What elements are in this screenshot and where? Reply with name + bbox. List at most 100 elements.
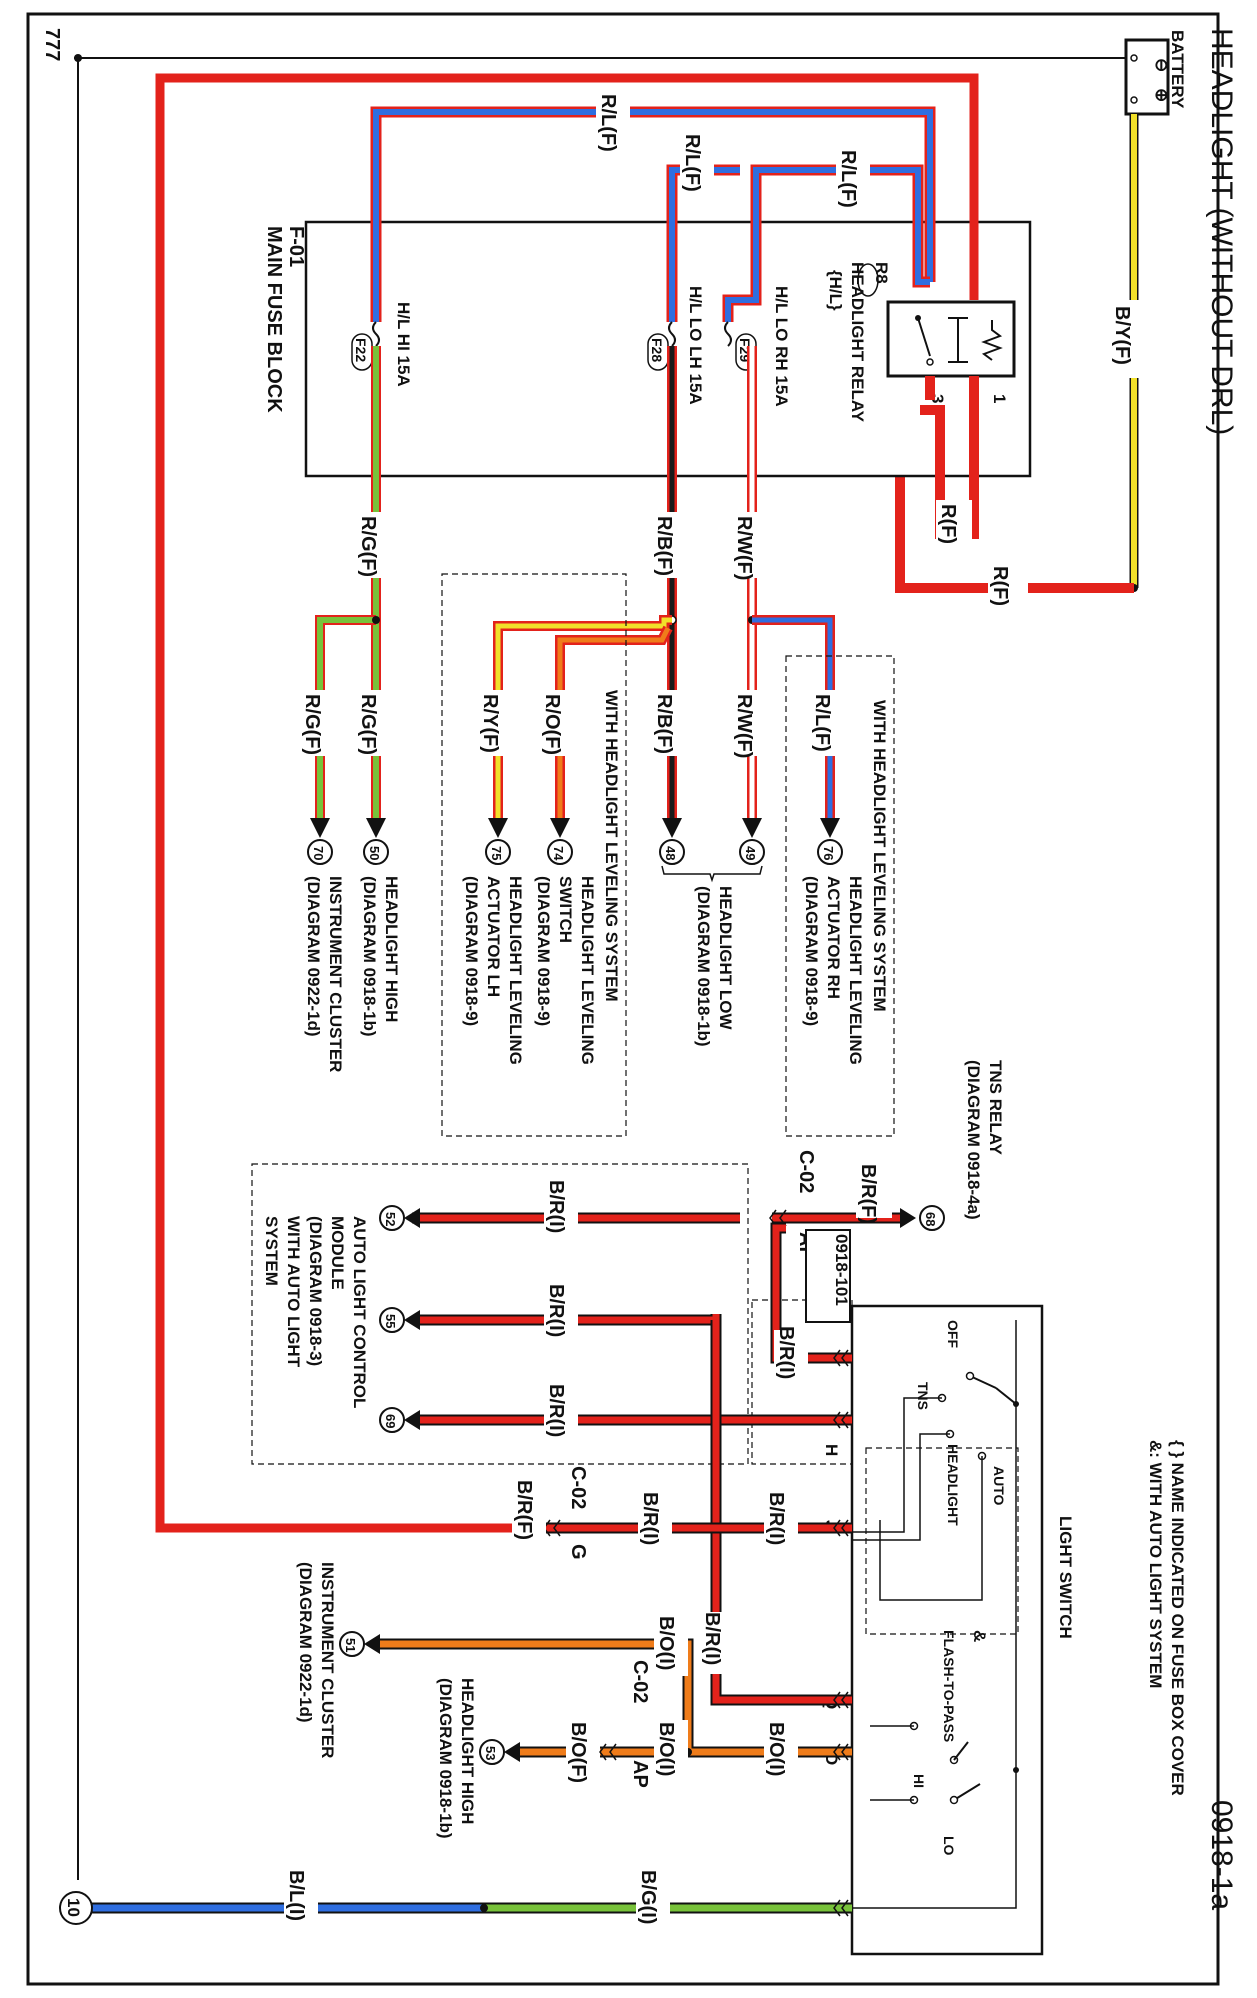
- svg-text:TNS: TNS: [915, 1382, 931, 1410]
- wire-rw: R/W(F) R/W(F): [732, 346, 768, 838]
- header-texts: HEADLIGHT (WITHOUT DRL) 0918-1a { } NAME…: [41, 28, 1238, 1910]
- svg-text:R/L(F): R/L(F): [811, 694, 833, 752]
- svg-text:R/G(F): R/G(F): [301, 694, 323, 755]
- conn-50: [363, 839, 389, 865]
- svg-text:51: 51: [343, 1638, 358, 1652]
- svg-text:G: G: [567, 1544, 589, 1560]
- relay-alias: {H/L}: [826, 270, 845, 311]
- conn-49: [739, 839, 765, 865]
- svg-text:H: H: [822, 1444, 841, 1456]
- svg-text:HI: HI: [911, 1774, 927, 1788]
- svg-text:HEADLIGHT: HEADLIGHT: [945, 1444, 961, 1526]
- svg-text:C-02: C-02: [629, 1660, 651, 1703]
- svg-text:TNS RELAY: TNS RELAY: [986, 1060, 1005, 1155]
- svg-text:74: 74: [551, 846, 566, 861]
- relay-pin-1: 1: [990, 394, 1009, 403]
- svg-text:70: 70: [311, 846, 326, 860]
- svg-text:MODULE: MODULE: [328, 1216, 347, 1290]
- svg-text:B/R(I): B/R(I): [765, 1492, 787, 1545]
- svg-text:B/R(I): B/R(I): [545, 1180, 567, 1233]
- svg-text:B/O(F): B/O(F): [567, 1722, 589, 1783]
- svg-text:FLASH-TO-PASS: FLASH-TO-PASS: [941, 1630, 957, 1742]
- conn-48: [659, 839, 685, 865]
- low-bracket: [661, 865, 763, 883]
- svg-text:52: 52: [383, 1212, 398, 1226]
- svg-text:68: 68: [923, 1212, 938, 1226]
- svg-text:B/R(I): B/R(I): [545, 1284, 567, 1337]
- ground-10: [59, 1891, 93, 1925]
- fuse-F29-label: H/L LO RH 15A: [772, 286, 791, 407]
- svg-text:ACTUATOR LH: ACTUATOR LH: [484, 876, 503, 997]
- svg-text:R/B(F): R/B(F): [653, 516, 675, 576]
- light-switch: LIGHT SWITCH OFF TNS HEADLIGHT AUTO FLAS…: [822, 1304, 1075, 1956]
- svg-text:WITH AUTO LIGHT: WITH AUTO LIGHT: [284, 1216, 303, 1368]
- svg-text:INSTRUMENT CLUSTER: INSTRUMENT CLUSTER: [318, 1562, 337, 1758]
- wire-rg: R/G(F) R/G(F) R/G(F): [300, 346, 392, 838]
- svg-text:B/Y(F): B/Y(F): [1111, 306, 1133, 365]
- svg-text:(DIAGRAM 0918-1b): (DIAGRAM 0918-1b): [360, 876, 379, 1037]
- svg-text:B/R(I): B/R(I): [545, 1384, 567, 1437]
- connector-c02-af: C-02 AF 0918-101: [769, 1150, 851, 1323]
- battery-label: BATTERY: [1168, 30, 1187, 109]
- conn-52: [379, 1205, 405, 1231]
- leveling-label-rh: WITH HEADLIGHT LEVELING SYSTEM: [870, 700, 889, 1012]
- svg-text:69: 69: [383, 1414, 398, 1428]
- svg-text:ACTUATOR RH: ACTUATOR RH: [824, 876, 843, 999]
- svg-text:OFF: OFF: [945, 1320, 961, 1348]
- wire-br-vertical: B/R(I): [700, 1320, 852, 1706]
- conn-74: [547, 839, 573, 865]
- svg-text:76: 76: [821, 846, 836, 860]
- fuses: H/L HI 15A F22 H/L LO LH 15A F28 H/L LO …: [351, 286, 791, 407]
- svg-text:(DIAGRAM 0922-1d): (DIAGRAM 0922-1d): [304, 876, 323, 1037]
- svg-text:R/O(F): R/O(F): [541, 694, 563, 755]
- leveling-label-lh: WITH HEADLIGHT LEVELING SYSTEM: [602, 690, 621, 1002]
- svg-text:B/R(I): B/R(I): [639, 1492, 661, 1545]
- svg-text:(DIAGRAM 0918-9): (DIAGRAM 0918-9): [462, 876, 481, 1026]
- fuse-block-name: MAIN FUSE BLOCK: [263, 226, 285, 413]
- wire-bo: B/O(I) B/O(F) B/O(I) B/O(I) C-02 AP 51 5…: [339, 1614, 852, 1788]
- wire-ground: B/G(I) B/L(I) 10: [59, 1868, 852, 1930]
- svg-text:R(F): R(F): [989, 566, 1011, 606]
- svg-text:HEADLIGHT LEVELING: HEADLIGHT LEVELING: [578, 876, 597, 1065]
- fuse-F22-label: H/L HI 15A: [394, 302, 413, 387]
- fuse-block-code: F-01: [285, 226, 307, 267]
- svg-text:10: 10: [64, 1898, 83, 1917]
- svg-text:AUTO LIGHT CONTROL: AUTO LIGHT CONTROL: [350, 1216, 369, 1408]
- relay-code: R8: [872, 262, 891, 284]
- destinations-upper: HEADLIGHT HIGH (DIAGRAM 0918-1b) INSTRUM…: [304, 876, 1005, 1220]
- relay-pin-3: 3: [928, 394, 947, 403]
- note-line-2: &: WITH AUTO LIGHT SYSTEM: [1146, 1440, 1165, 1688]
- svg-text:49: 49: [743, 846, 758, 860]
- svg-text:R/L(F): R/L(F): [837, 150, 859, 208]
- svg-text:B/G(I): B/G(I): [637, 1870, 659, 1924]
- svg-text:R/W(F): R/W(F): [733, 516, 755, 580]
- svg-text:HEADLIGHT HIGH: HEADLIGHT HIGH: [382, 876, 401, 1022]
- conn-68: [919, 1205, 945, 1231]
- wire-br-j: B/R(F) C-02 G B/R(I) B/R(I): [160, 1466, 852, 1560]
- wire-br-52: B/R(I) 52: [379, 1178, 740, 1240]
- ground-top-label: 777: [41, 28, 63, 61]
- svg-text:(DIAGRAM 0918-3): (DIAGRAM 0918-3): [306, 1216, 325, 1366]
- conn-70: [307, 839, 333, 865]
- svg-text:R/Y(F): R/Y(F): [479, 694, 501, 753]
- svg-text:R/B(F): R/B(F): [653, 694, 675, 754]
- svg-text:0918-101: 0918-101: [832, 1234, 851, 1306]
- wire-battery-out: B/Y(F): [1111, 114, 1150, 592]
- battery: ⊖ ⊕ BATTERY: [1124, 30, 1187, 116]
- light-switch-name: LIGHT SWITCH: [1056, 1516, 1075, 1639]
- svg-text:B/L(I): B/L(I): [285, 1870, 307, 1921]
- svg-text:B/R(F): B/R(F): [857, 1164, 879, 1224]
- switch-pin-ticks: [833, 1349, 849, 1917]
- svg-text:48: 48: [663, 846, 678, 860]
- svg-text:(DIAGRAM 0918-9): (DIAGRAM 0918-9): [534, 876, 553, 1026]
- svg-text:AUTO: AUTO: [991, 1466, 1007, 1506]
- svg-text:HEADLIGHT LEVELING: HEADLIGHT LEVELING: [506, 876, 525, 1065]
- svg-text:(DIAGRAM 0922-1d): (DIAGRAM 0922-1d): [296, 1562, 315, 1723]
- svg-text:(DIAGRAM 0918-4a): (DIAGRAM 0918-4a): [964, 1060, 983, 1220]
- conn-53: [479, 1739, 505, 1765]
- svg-text:R/L(F): R/L(F): [597, 94, 619, 152]
- svg-text:F28: F28: [649, 338, 665, 362]
- conn-69: [379, 1407, 405, 1433]
- wire-rl-relay: R/L(F): [722, 150, 930, 322]
- conn-51: [339, 1631, 365, 1657]
